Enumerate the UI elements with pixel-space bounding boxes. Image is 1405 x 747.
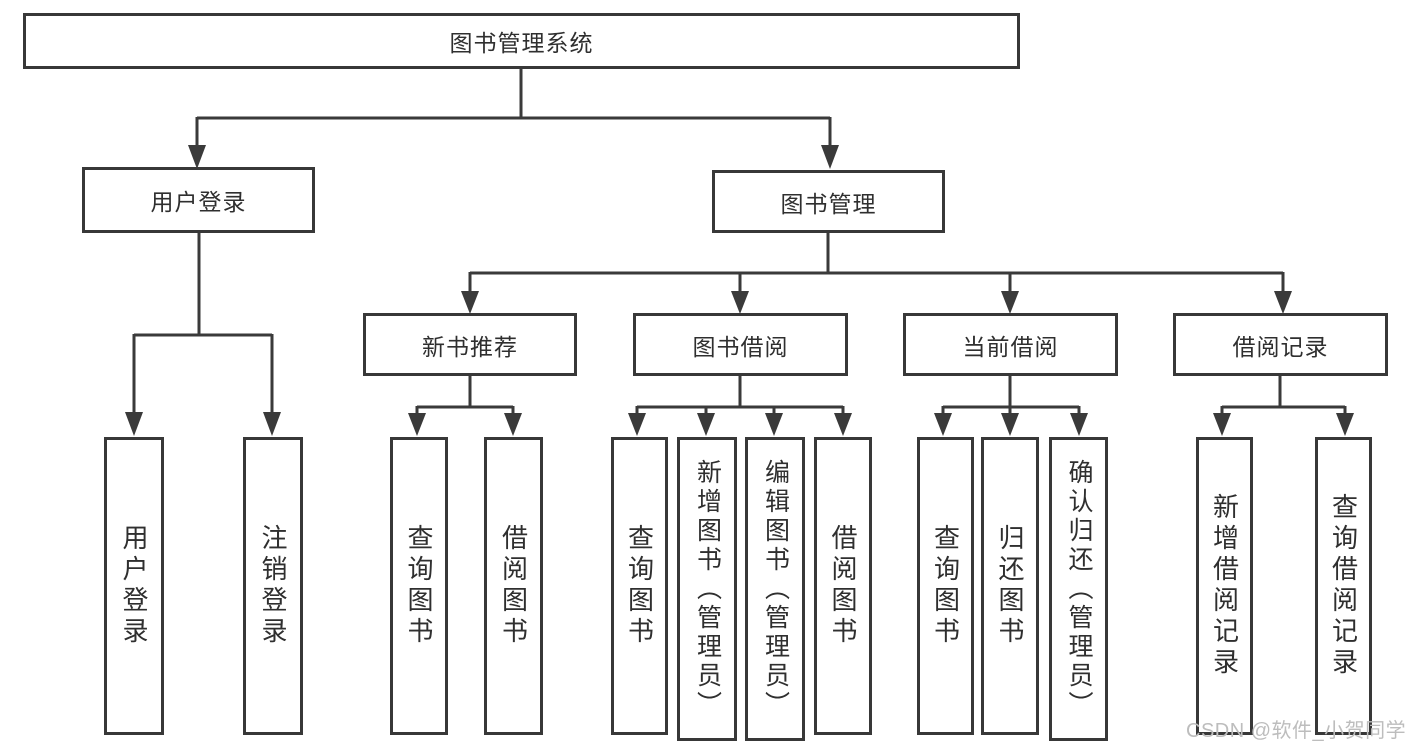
arrow-icon: [697, 413, 715, 436]
node-user-login: 用户登录: [82, 167, 315, 233]
arrow-icon: [263, 412, 281, 436]
leaf-bb-edit-books-admin-label: 编辑图书（管理员）: [761, 458, 790, 720]
node-current-borrow-label: 当前借阅: [962, 333, 1059, 360]
arrow-icon: [821, 145, 839, 169]
node-borrow-records-label: 借阅记录: [1232, 333, 1329, 360]
connector-current-borrow: [941, 376, 1081, 415]
connector-book-mgmt: [468, 233, 1285, 294]
node-book-borrow: 图书借阅: [633, 313, 848, 376]
node-new-books: 新书推荐: [363, 313, 577, 376]
csdn-watermark: CSDN @软件_小贺同学: [1186, 720, 1405, 742]
leaf-bb-borrow-books: 借阅图书: [814, 437, 872, 735]
arrow-icon: [504, 413, 522, 436]
leaf-rec-add-record: 新增借阅记录: [1196, 437, 1253, 735]
arrowheads: [125, 145, 1354, 436]
arrow-icon: [834, 413, 852, 436]
leaf-bb-query-books-label: 查询图书: [624, 524, 655, 648]
node-book-mgmt: 图书管理: [712, 170, 945, 233]
node-book-mgmt-label: 图书管理: [780, 190, 877, 217]
arrow-icon: [1336, 413, 1354, 436]
leaf-new-borrow-books: 借阅图书: [484, 437, 543, 735]
leaf-cb-return-books: 归还图书: [981, 437, 1039, 735]
arrow-icon: [765, 413, 783, 436]
leaf-cb-query-books-label: 查询图书: [930, 524, 961, 648]
node-new-books-label: 新书推荐: [422, 333, 518, 360]
leaf-cb-confirm-return-admin: 确认归还（管理员）: [1049, 437, 1108, 741]
leaf-rec-query-record-label: 查询借阅记录: [1328, 493, 1359, 679]
connector-user-login: [132, 233, 274, 415]
leaf-cb-return-books-label: 归还图书: [995, 524, 1025, 648]
leaf-bb-add-books-admin-label: 新增图书（管理员）: [693, 458, 722, 720]
leaf-bb-query-books: 查询图书: [611, 437, 668, 735]
leaf-bb-add-books-admin: 新增图书（管理员）: [677, 437, 737, 741]
arrow-icon: [934, 413, 952, 436]
leaf-new-borrow-books-label: 借阅图书: [498, 524, 529, 648]
node-root-label: 图书管理系统: [449, 30, 594, 56]
leaf-new-query-books: 查询图书: [390, 437, 448, 735]
leaf-logout: 注销登录: [243, 437, 303, 735]
leaf-rec-query-record: 查询借阅记录: [1315, 437, 1372, 735]
leaf-bb-borrow-books-label: 借阅图书: [828, 524, 858, 648]
node-user-login-label: 用户登录: [150, 189, 247, 215]
arrow-icon: [628, 413, 646, 436]
connector-borrow-records: [1220, 376, 1347, 415]
connector-book-borrow: [635, 376, 845, 415]
leaf-user-login: 用户登录: [104, 437, 164, 735]
arrow-icon: [461, 291, 479, 314]
node-borrow-records: 借阅记录: [1173, 313, 1388, 376]
arrow-icon: [408, 413, 426, 436]
node-root: 图书管理系统: [23, 13, 1020, 69]
leaf-logout-label: 注销登录: [258, 524, 288, 648]
leaf-new-query-books-label: 查询图书: [404, 524, 434, 648]
node-book-borrow-label: 图书借阅: [692, 333, 789, 360]
leaf-cb-confirm-return-admin-label: 确认归还（管理员）: [1065, 458, 1093, 720]
arrow-icon: [1070, 413, 1088, 436]
arrow-icon: [1213, 413, 1231, 436]
arrow-icon: [1001, 291, 1019, 314]
arrow-icon: [731, 291, 749, 314]
arrow-icon: [125, 412, 143, 436]
node-current-borrow: 当前借阅: [903, 313, 1118, 376]
connector-root: [195, 69, 832, 148]
leaf-user-login-label: 用户登录: [119, 524, 149, 648]
arrow-icon: [188, 145, 206, 169]
leaf-bb-edit-books-admin: 编辑图书（管理员）: [745, 437, 805, 741]
leaf-cb-query-books: 查询图书: [917, 437, 974, 735]
arrow-icon: [1001, 413, 1019, 436]
arrow-icon: [1274, 291, 1292, 314]
leaf-rec-add-record-label: 新增借阅记录: [1209, 493, 1240, 679]
connector-new-books: [415, 376, 515, 415]
